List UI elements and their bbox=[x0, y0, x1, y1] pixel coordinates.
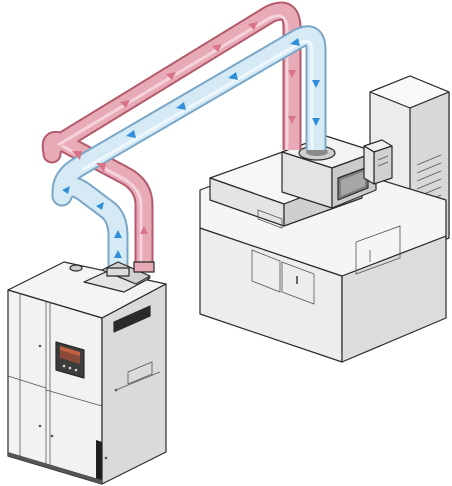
triangle-up-arrow-icon bbox=[72, 151, 82, 160]
triangle-down-arrow-icon bbox=[290, 38, 300, 46]
triangle-down-arrow-icon bbox=[228, 72, 238, 80]
triangle-up-arrow-icon bbox=[114, 230, 122, 238]
triangle-down-arrow-icon bbox=[96, 202, 104, 210]
machine-control-box bbox=[363, 139, 393, 185]
triangle-up-arrow-icon bbox=[120, 100, 130, 108]
triangle-down-arrow-icon bbox=[62, 186, 70, 194]
triangle-up-arrow-icon bbox=[166, 72, 176, 80]
unit-control-panel bbox=[55, 341, 85, 379]
machine-base-cabinet bbox=[199, 153, 447, 363]
triangle-down-arrow-icon bbox=[288, 70, 296, 78]
triangle-up-arrow-icon bbox=[248, 22, 258, 30]
unit-base-strip bbox=[96, 440, 102, 484]
unit-side-face bbox=[101, 283, 167, 485]
unit-top-cap bbox=[69, 264, 83, 272]
triangle-down-arrow-icon bbox=[126, 130, 136, 138]
triangle-down-arrow-icon bbox=[312, 118, 320, 126]
machine-tool bbox=[199, 75, 450, 363]
triangle-down-arrow-icon bbox=[176, 102, 186, 110]
dust-collector-unit bbox=[7, 261, 167, 485]
unit-vent-slot bbox=[113, 305, 151, 333]
triangle-down-arrow-icon bbox=[312, 80, 320, 88]
triangle-up-arrow-icon bbox=[114, 250, 122, 258]
supply-duct bbox=[41, 1, 302, 270]
triangle-down-arrow-icon bbox=[288, 116, 296, 124]
cabinet-handle bbox=[296, 276, 298, 284]
triangle-up-arrow-icon bbox=[212, 44, 222, 52]
triangle-up-arrow-icon bbox=[96, 163, 106, 172]
triangle-up-arrow-icon bbox=[140, 226, 148, 234]
return-arrows bbox=[62, 38, 320, 258]
unit-front-face bbox=[7, 289, 103, 485]
supply-arrows bbox=[72, 22, 296, 234]
